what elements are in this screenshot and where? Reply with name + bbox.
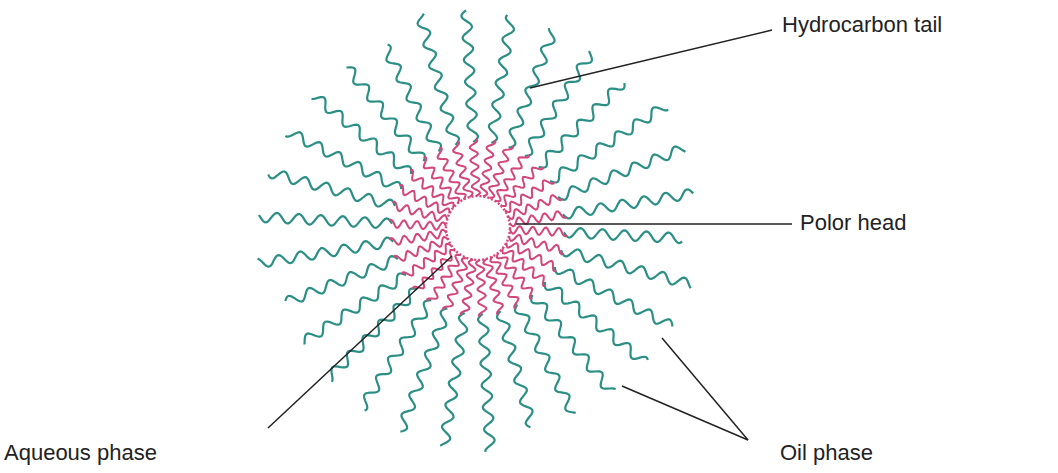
hydrocarbon-tail [418,14,459,145]
part-label: Oil phase [780,440,873,466]
hydrocarbon-tail [489,15,514,143]
hydrocarbon-tail [531,295,615,390]
leader-line [662,338,748,440]
polar-head [497,253,532,299]
hydrocarbon-tail [558,147,685,200]
hydrocarbon-tail [258,238,394,267]
polar-head [453,141,473,197]
polar-head [505,180,554,212]
hydrocarbon-tail [555,267,673,327]
hydrocarbon-tail [331,288,417,381]
hydrocarbon-tail [525,51,592,156]
part-label: Hydrocarbon tail [782,12,942,38]
hydrocarbon-tail [268,172,395,207]
hydrocarbon-tail [550,107,668,182]
leader-line [516,223,792,225]
polar-head [470,139,480,196]
polar-head [390,230,447,245]
leader-line [530,30,772,88]
polar-head [424,157,459,203]
polar-head [402,244,451,276]
leader-line [268,256,452,428]
aqueous-core [448,198,508,258]
polar-head [461,260,476,316]
polar-head [483,259,503,315]
hydrocarbon-tail [462,10,478,142]
part-label: Aqueous phase [4,440,157,466]
leader-line [622,386,748,440]
hydrocarbon-tail [563,189,693,218]
head-ring [446,196,510,260]
surfactant-molecules [258,10,694,452]
hydrocarbon-tail [400,308,447,431]
hydrocarbon-tail [285,132,401,189]
hydrocarbon-tail [259,213,392,228]
hydrocarbon-tail [364,300,431,410]
polar-head [476,260,486,317]
hydrocarbon-tail [285,256,398,301]
leader-lines [268,30,792,440]
polar-head [481,141,496,197]
hydrocarbon-tail [497,311,533,427]
hydrocarbon-tail [478,314,494,452]
part-label: Polor head [800,210,906,236]
hydrocarbon-tail [305,274,407,345]
hydrocarbon-tail [440,313,467,446]
hydrocarbon-tail [347,67,425,161]
hydrocarbon-tail [564,228,682,243]
